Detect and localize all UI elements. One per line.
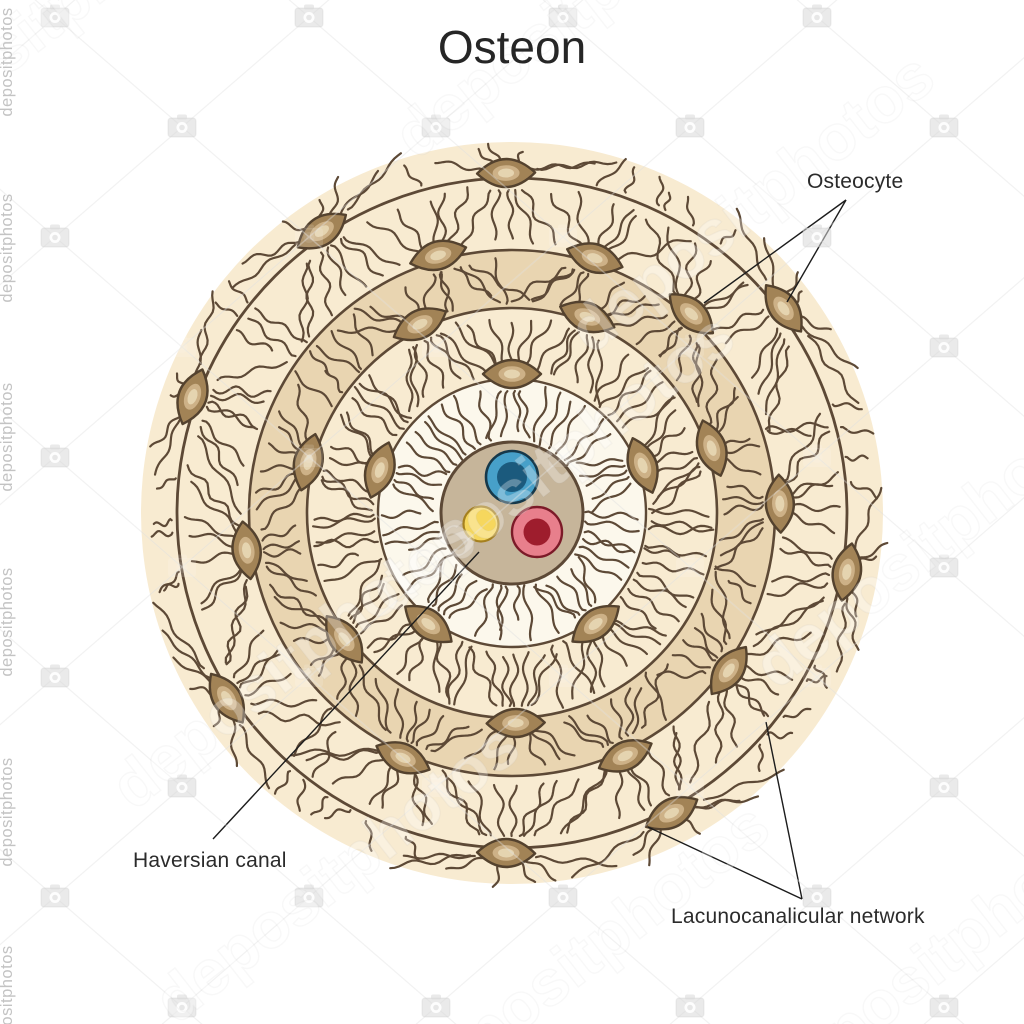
camera-watermark-icon: [676, 554, 704, 577]
camera-watermark-icon: [929, 114, 959, 138]
osteocyte-cell: [626, 437, 659, 494]
blood-vessel-artery: [510, 505, 564, 559]
camera-watermark-icon: [676, 334, 704, 357]
camera-watermark-icon: [422, 774, 450, 797]
osteocyte-cell: [764, 284, 803, 333]
camera-watermark-icon: [40, 884, 70, 908]
osteocyte-cell: [566, 242, 624, 275]
camera-watermark-icon: [548, 4, 578, 28]
haversian-canal-leader-line: [212, 551, 480, 840]
osteocyte-cell: [231, 520, 262, 581]
osteocyte-cell: [709, 645, 748, 696]
side-watermark-text: depositphotos: [0, 945, 16, 1024]
osteocyte-cell: [375, 741, 431, 775]
lacunocanalicular-leader-line: [647, 826, 803, 900]
camera-watermark-icon: [168, 554, 196, 577]
osteocyte-cell: [831, 542, 863, 602]
osteocyte-cell: [325, 615, 364, 664]
osteocyte-cell: [176, 368, 209, 426]
camera-watermark-icon: [549, 224, 577, 247]
camera-watermark-icon: [676, 774, 704, 797]
osteocyte-leader-line: [703, 199, 847, 304]
side-watermark-text: depositphotos: [0, 382, 16, 491]
camera-watermark-icon: [40, 664, 70, 688]
side-watermark-text: depositphotos: [0, 193, 16, 302]
osteocyte-cell: [475, 157, 537, 189]
camera-watermark-icon: [548, 884, 578, 908]
label-osteocyte: Osteocyte: [807, 170, 904, 193]
lacunocanalicular-leader-line: [765, 721, 803, 900]
osteocyte-cell: [409, 239, 468, 272]
camera-watermark-icon: [167, 114, 197, 138]
camera-watermark-icon: [929, 554, 959, 578]
camera-watermark-icon: [168, 334, 196, 357]
camera-watermark-icon: [929, 994, 959, 1018]
osteocyte-cell: [597, 739, 653, 773]
camera-watermark-icon: [803, 444, 831, 467]
camera-watermark-icon: [294, 4, 324, 28]
camera-watermark-icon: [167, 774, 197, 798]
camera-watermark-icon: [803, 664, 831, 687]
osteocyte-leader-line: [786, 199, 847, 303]
camera-watermark-icon: [40, 4, 70, 28]
osteocyte-cell: [475, 837, 537, 869]
haversian-canal-group: [439, 440, 585, 586]
camera-watermark-icon: [295, 224, 323, 247]
camera-watermark-icon: [929, 774, 959, 798]
camera-watermark-icon: [675, 994, 705, 1018]
camera-watermark-icon: [295, 664, 323, 687]
leader-lines: [212, 199, 847, 900]
camera-watermark-icon: [549, 664, 577, 687]
camera-watermark-icon: [40, 444, 70, 468]
label-haversian-canal: Haversian canal: [133, 849, 287, 872]
camera-watermark-icon: [802, 224, 832, 248]
osteocyte-cell: [644, 795, 699, 831]
camera-watermark-icon: [929, 334, 959, 358]
osteocyte-cell: [695, 419, 728, 477]
osteocyte-cell: [392, 307, 448, 342]
camera-watermark-icon: [167, 994, 197, 1018]
side-watermark-text: depositphotos: [0, 567, 16, 676]
osteocyte-cell: [296, 212, 348, 250]
camera-watermark-icon: [421, 114, 451, 138]
osteocyte-cell: [571, 604, 620, 644]
nerve-fiber: [462, 505, 500, 543]
osteocyte-cell: [292, 432, 324, 492]
camera-watermark-icon: [549, 444, 577, 467]
blood-vessel-vein: [484, 449, 540, 505]
camera-watermark-icon: [675, 114, 705, 138]
label-lacunocanalicular-network: Lacunocanalicular network: [671, 905, 925, 928]
osteocyte-cell: [208, 672, 245, 724]
osteocyte-cell: [559, 300, 616, 334]
camera-watermark-icon: [40, 224, 70, 248]
camera-watermark-icon: [294, 884, 324, 908]
osteocyte-cells: [176, 157, 863, 869]
osteocyte-cell: [764, 473, 795, 534]
camera-watermark-icon: [295, 444, 323, 467]
page-title: Osteon: [437, 21, 587, 73]
osteocyte-cell: [363, 441, 396, 499]
osteocyte-cell: [404, 604, 453, 644]
camera-watermark-icon: [802, 884, 832, 908]
camera-watermark-icon: [802, 4, 832, 28]
osteocyte-cell: [485, 707, 546, 739]
osteocyte-cell: [668, 293, 715, 335]
camera-watermark-icon: [422, 334, 450, 357]
camera-watermark-icon: [421, 994, 451, 1018]
side-watermark-text: depositphotos: [0, 757, 16, 866]
side-watermark-text: depositphotos: [0, 7, 16, 116]
osteocyte-cell: [481, 358, 543, 390]
camera-watermark-icon: [422, 554, 450, 577]
